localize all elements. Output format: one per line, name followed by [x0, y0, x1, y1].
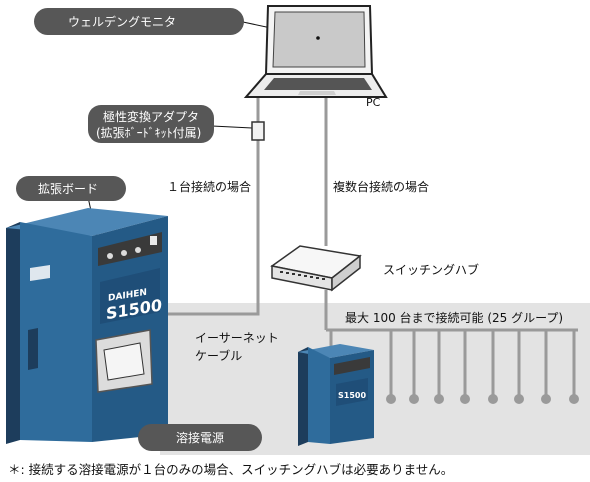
welding-power-pill	[138, 424, 262, 451]
polarity-adapter	[251, 121, 265, 141]
welding-machine-small: S1500	[298, 344, 374, 446]
pc-label: PC	[366, 96, 381, 109]
cable-adapter-to-machine	[140, 140, 260, 316]
adapter-label-2: (拡張ﾎﾞｰﾄﾞｷｯﾄ付属)	[96, 126, 201, 140]
cable-end-dots	[386, 394, 579, 404]
multi-connection-label: 複数台接続の場合	[333, 179, 429, 194]
adapter-pill	[88, 105, 214, 143]
ethernet-label-2: ケーブル	[195, 348, 242, 363]
welding-power-label: 溶接電源	[176, 430, 224, 445]
welding-monitor-label: ウェルデングモニタ	[68, 14, 176, 29]
footnote: ＊: 接続する溶接電源が１台のみの場合、スイッチングハブは必要ありません。	[8, 462, 454, 477]
welding-machine-large: DAIHEN S1500	[6, 208, 168, 444]
expansion-board-pill	[16, 176, 126, 201]
laptop	[243, 5, 388, 98]
welding-monitor-pill	[34, 8, 244, 35]
single-connection-label: １台接続の場合	[167, 179, 251, 194]
cables	[140, 96, 578, 398]
expansion-board-label: 拡張ボード	[38, 182, 98, 196]
adapter-label-1: 極性変換アダプタ	[103, 109, 199, 124]
switching-hub	[270, 245, 362, 292]
ethernet-label-1: イーサーネット	[195, 331, 279, 345]
switching-hub-label: スイッチングハブ	[383, 262, 479, 277]
max-connection-label: 最大 100 台まで接続可能 (25 グループ)	[345, 310, 563, 325]
machine-model-small: S1500	[338, 391, 366, 400]
